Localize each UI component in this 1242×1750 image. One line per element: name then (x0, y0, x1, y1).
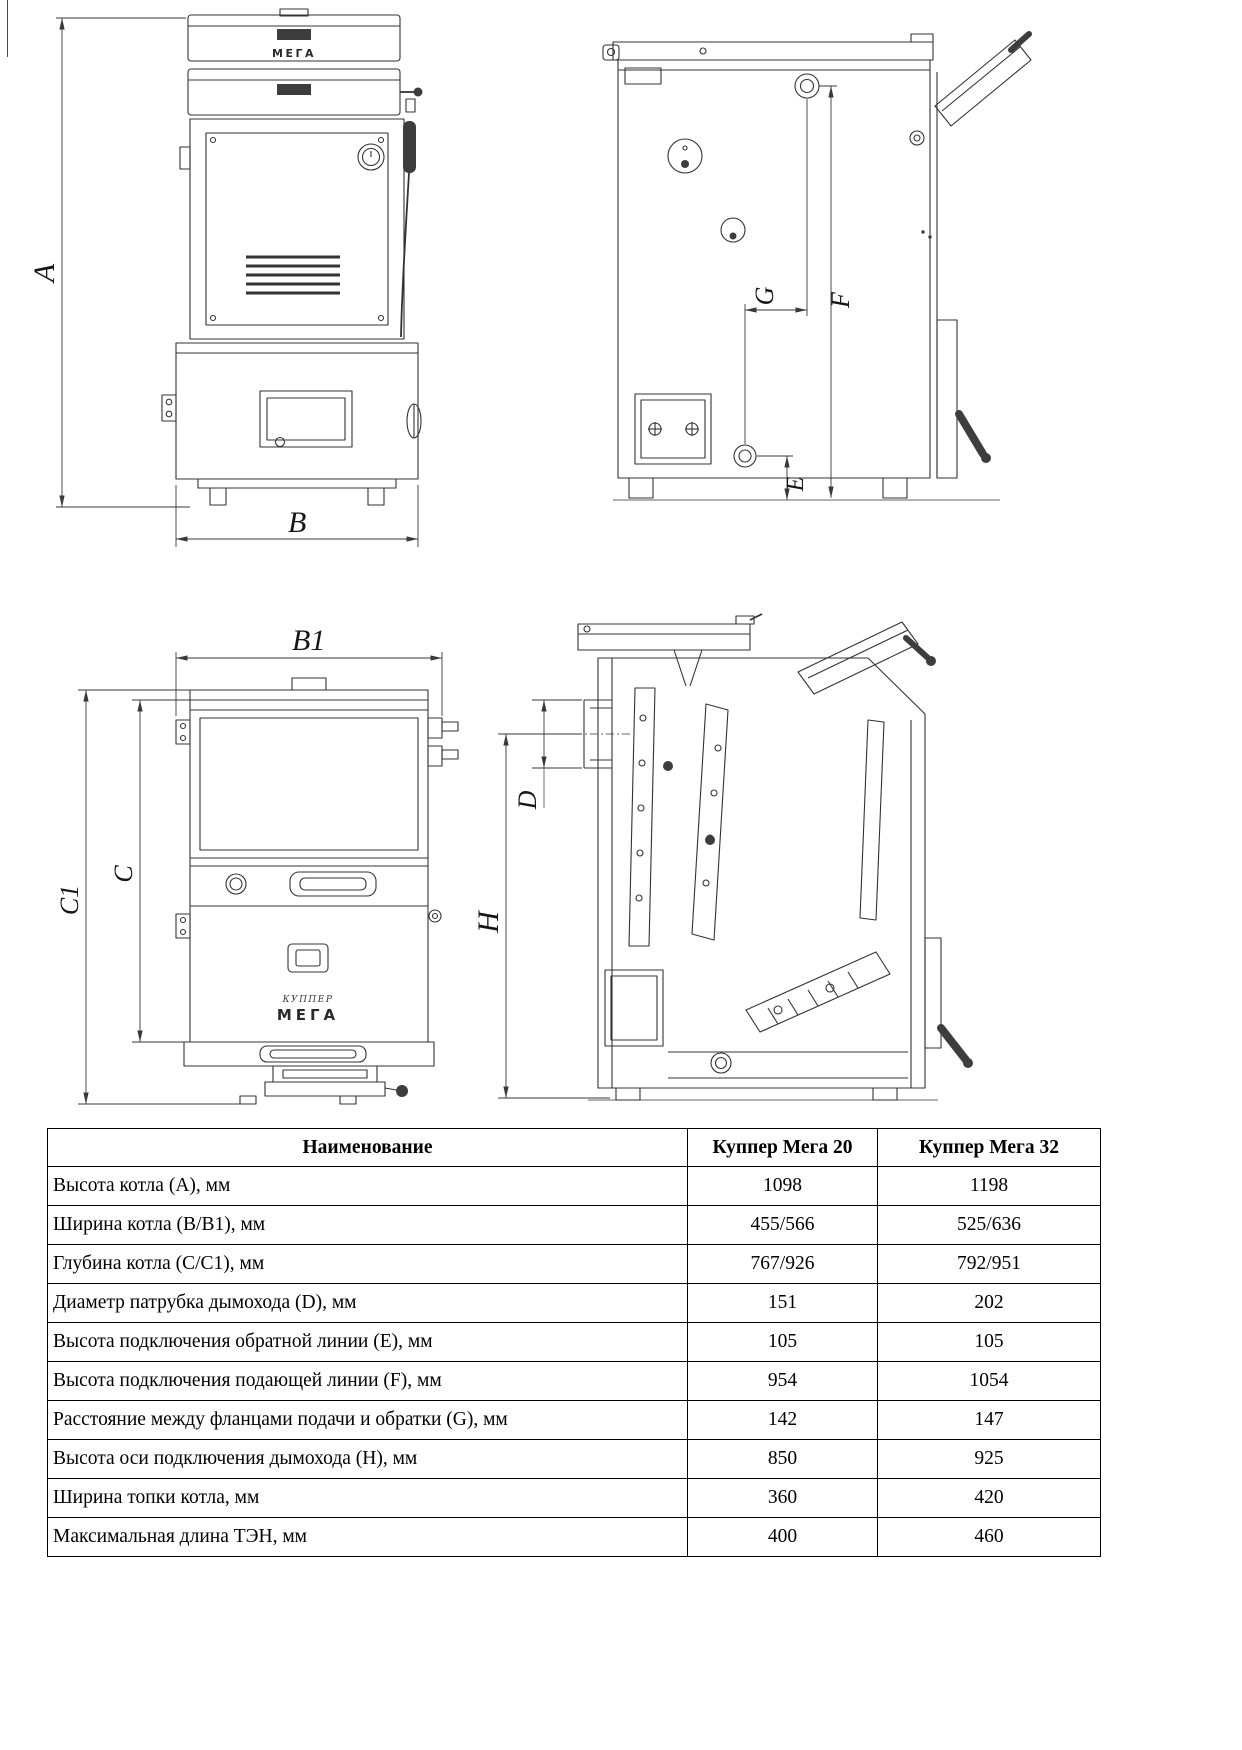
boiler-top-outline (175, 677, 459, 1105)
dimensions-table: Наименование Куппер Мега 20 Куппер Мега … (47, 1128, 1101, 1557)
ash-pan (264, 1065, 408, 1097)
param-name: Максимальная длина ТЭН, мм (47, 1517, 688, 1557)
thermometer-icon (225, 873, 247, 895)
dimension-C (132, 699, 190, 1043)
dimension-B1 (175, 652, 443, 716)
dimension-D (532, 699, 582, 808)
front-view-drawing: A B (28, 8, 423, 547)
brand-label-kupper: КУППЕР (282, 995, 334, 1005)
table-row: Расстояние между фланцами подачи и обрат… (47, 1400, 1101, 1440)
param-value-mega20: 767/926 (687, 1244, 878, 1284)
dim-label-B: B (288, 506, 306, 539)
param-name: Высота подключения подающей линии (F), м… (47, 1361, 688, 1401)
side-view-drawing: G F E (602, 31, 1032, 501)
param-name: Высота котла (A), мм (47, 1166, 688, 1206)
table-row: Высота оси подключения дымохода (H), мм … (47, 1439, 1101, 1479)
dim-label-D: D (513, 790, 542, 810)
shaker-lever (400, 121, 416, 338)
table-row: Высота подключения подающей линии (F), м… (47, 1361, 1101, 1401)
param-value-mega20: 455/566 (687, 1205, 878, 1245)
table-header-name: Наименование (47, 1128, 688, 1167)
front-handle (259, 1045, 367, 1063)
param-value-mega32: 792/951 (877, 1244, 1101, 1284)
return-flange (733, 444, 757, 468)
brand-label-mega: МЕГА (272, 47, 316, 60)
door-lever (924, 937, 973, 1068)
brand-label-mega: МЕГА (277, 1006, 339, 1024)
param-value-mega32: 420 (877, 1478, 1101, 1518)
table-row: Ширина котла (B/B1), мм 455/566 525/636 (47, 1205, 1101, 1245)
cleanout-door (634, 393, 712, 465)
table-header-mega20: Куппер Мега 20 (687, 1128, 878, 1167)
table-row: Глубина котла (C/C1), мм 767/926 792/951 (47, 1244, 1101, 1284)
dimension-H (498, 733, 610, 1099)
param-value-mega32: 147 (877, 1400, 1101, 1440)
param-name: Высота подключения обратной линии (E), м… (47, 1322, 688, 1362)
dimension-B (175, 485, 419, 547)
dimension-G-F-E (744, 85, 837, 500)
table-row: Высота котла (A), мм 1098 1198 (47, 1166, 1101, 1206)
param-value-mega20: 360 (687, 1478, 878, 1518)
brand-emblem (287, 943, 329, 973)
dim-label-H: H (472, 909, 505, 934)
table-row: Высота подключения обратной линии (E), м… (47, 1322, 1101, 1362)
firebox-door-section (604, 969, 664, 1047)
air-damper (406, 403, 422, 439)
top-view-drawing: B1 C1 C (55, 624, 459, 1105)
boiler-side-outline (602, 31, 1032, 501)
chimney-pipe (574, 699, 630, 769)
rear-baffle (859, 719, 885, 921)
table-header-mega32: Куппер Мега 32 (877, 1128, 1101, 1167)
param-value-mega20: 105 (687, 1322, 878, 1362)
hopper-cover-section (797, 621, 936, 695)
sheet-edge-line (7, 0, 8, 57)
param-name: Ширина топки котла, мм (47, 1478, 688, 1518)
pressure-gauge-icon (357, 143, 385, 171)
param-value-mega20: 400 (687, 1517, 878, 1557)
dim-label-F: F (826, 291, 855, 309)
supply-flange (794, 73, 820, 99)
param-value-mega32: 105 (877, 1322, 1101, 1362)
table-row: Ширина топки котла, мм 360 420 (47, 1478, 1101, 1518)
dimension-A (56, 17, 190, 508)
dim-label-B1: B1 (292, 624, 325, 657)
table-row: Диаметр патрубка дымохода (D), мм 151 20… (47, 1283, 1101, 1323)
dim-label-A: A (28, 263, 61, 284)
ash-door (259, 390, 353, 448)
param-value-mega20: 850 (687, 1439, 878, 1479)
section-view-drawing: D H (472, 613, 973, 1101)
param-value-mega20: 954 (687, 1361, 878, 1401)
boiler-section-outline (574, 613, 973, 1101)
dim-label-G: G (750, 286, 779, 305)
param-name: Расстояние между фланцами подачи и обрат… (47, 1400, 688, 1440)
vent-slats (246, 255, 340, 295)
dim-label-C: C (109, 865, 138, 883)
boiler-front-outline (161, 8, 423, 506)
dim-label-E: E (783, 476, 809, 492)
dimension-C1 (78, 689, 256, 1105)
table-row: Максимальная длина ТЭН, мм 400 460 (47, 1517, 1101, 1557)
hopper-cover (934, 31, 1032, 127)
param-value-mega20: 151 (687, 1283, 878, 1323)
param-name: Высота оси подключения дымохода (H), мм (47, 1439, 688, 1479)
table-header-row: Наименование Куппер Мега 20 Куппер Мега … (47, 1128, 1101, 1167)
param-name: Глубина котла (C/C1), мм (47, 1244, 688, 1284)
param-value-mega20: 142 (687, 1400, 878, 1440)
param-value-mega32: 925 (877, 1439, 1101, 1479)
param-value-mega32: 525/636 (877, 1205, 1101, 1245)
lid-handle (289, 871, 377, 897)
flue-baffle-1 (628, 687, 656, 947)
param-name: Ширина котла (B/B1), мм (47, 1205, 688, 1245)
param-value-mega32: 460 (877, 1517, 1101, 1557)
param-value-mega32: 1198 (877, 1166, 1101, 1206)
flue-baffle-2 (691, 703, 729, 941)
side-latches (175, 717, 459, 939)
grate (745, 951, 891, 1033)
param-name: Диаметр патрубка дымохода (D), мм (47, 1283, 688, 1323)
dim-label-C1: C1 (55, 885, 84, 915)
param-value-mega32: 202 (877, 1283, 1101, 1323)
param-value-mega32: 1054 (877, 1361, 1101, 1401)
param-value-mega20: 1098 (687, 1166, 878, 1206)
